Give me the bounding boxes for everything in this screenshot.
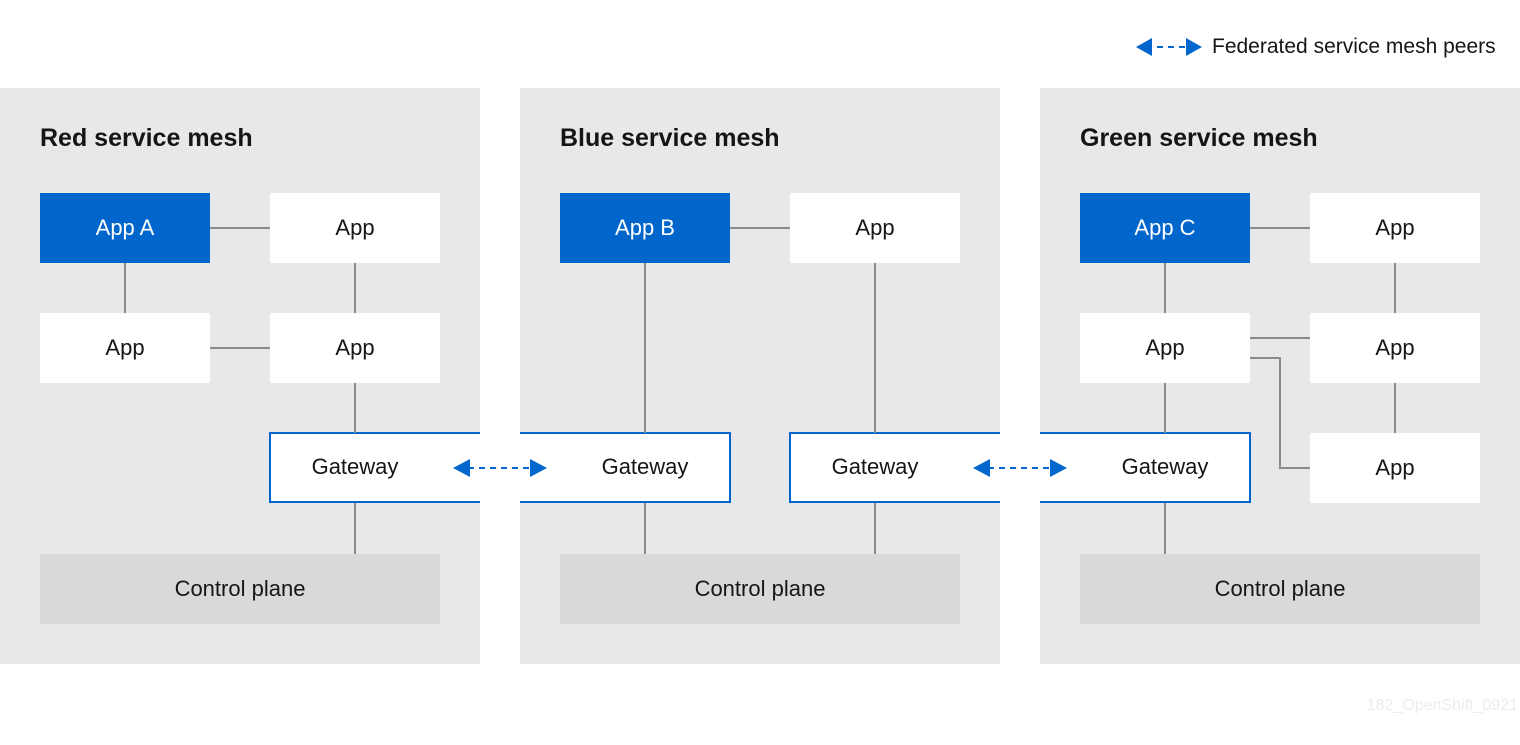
blue-gateway-right-label: Gateway <box>831 454 919 479</box>
green-app-top-right: App <box>1310 193 1480 263</box>
blue-app-right: App <box>790 193 960 263</box>
blue-gateway-left-box <box>520 432 731 503</box>
green-app-middle-right: App <box>1310 313 1480 383</box>
red-app-bottom-right: App <box>270 313 440 383</box>
legend: Federated service mesh peers <box>1136 32 1496 62</box>
blue-gateway-right-box <box>789 432 1000 503</box>
blue-control-plane: Control plane <box>560 554 960 624</box>
legend-label: Federated service mesh peers <box>1212 35 1496 58</box>
green-app-c: App C <box>1080 193 1250 263</box>
green-gateway-box <box>1040 432 1251 503</box>
federation-arrow-icon <box>1136 38 1202 56</box>
figure-id: 182_OpenShift_0921 <box>1366 697 1518 714</box>
red-app-a: App A <box>40 193 210 263</box>
green-app-middle-left: App <box>1080 313 1250 383</box>
blue-app-b: App B <box>560 193 730 263</box>
red-app-top-right: App <box>270 193 440 263</box>
green-control-plane: Control plane <box>1080 554 1480 624</box>
green-app-bottom-right: App <box>1310 433 1480 503</box>
blue-gateway-left-label: Gateway <box>601 454 689 479</box>
red-app-bottom-left: App <box>40 313 210 383</box>
green-gateway-label: Gateway <box>1121 454 1209 479</box>
red-mesh-title: Red service mesh <box>40 124 253 152</box>
green-mesh-title: Green service mesh <box>1080 124 1318 152</box>
red-control-plane: Control plane <box>40 554 440 624</box>
red-gateway-box <box>269 432 480 503</box>
red-gateway-label: Gateway <box>311 454 399 479</box>
blue-mesh-title: Blue service mesh <box>560 124 780 152</box>
